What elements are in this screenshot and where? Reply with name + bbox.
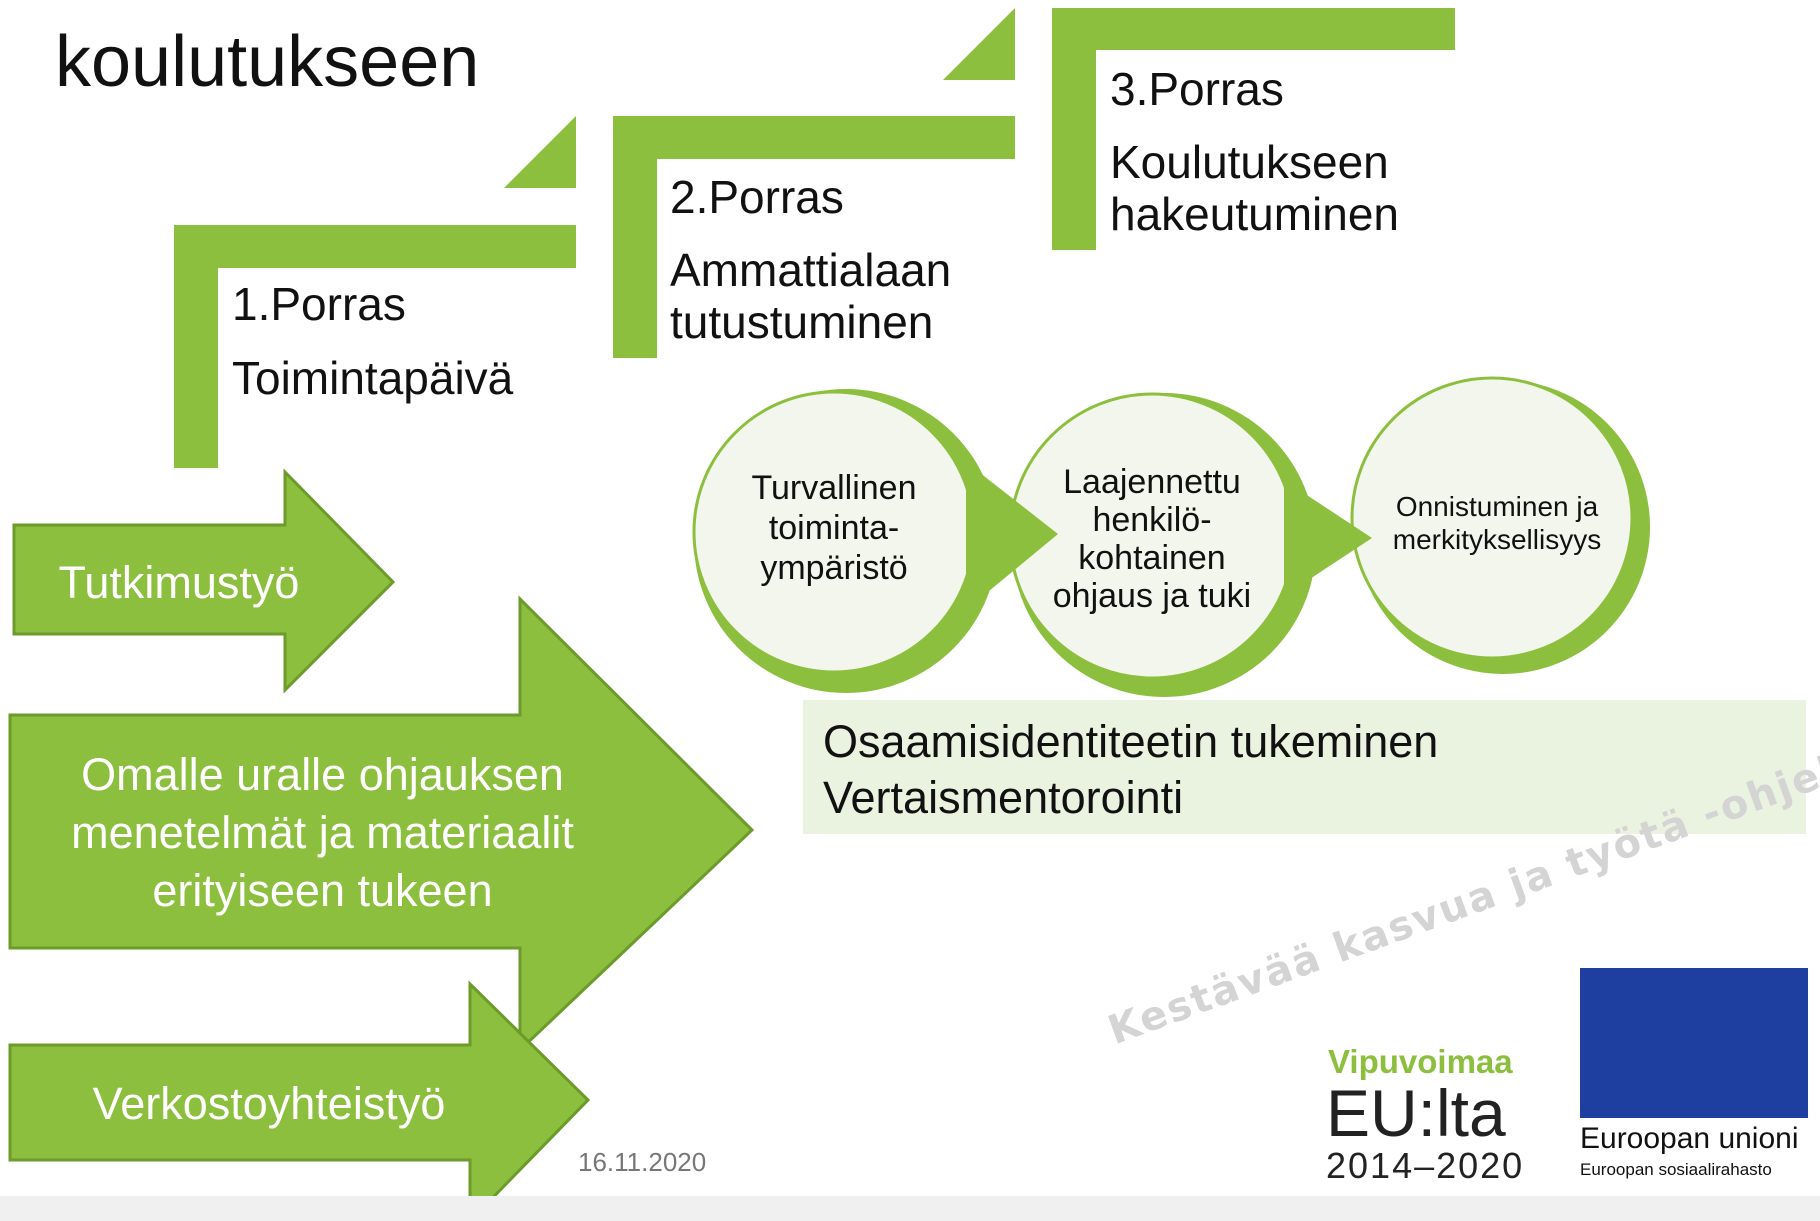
circle-1-label: Turvallinen toiminta- ympäristö (714, 468, 954, 588)
footer-band (0, 1196, 1820, 1221)
slide-date: 16.11.2020 (578, 1147, 707, 1177)
arrow-network-label: Verkostoyhteistyö (14, 1075, 524, 1133)
step-3-label-line2: hakeutuminen (1110, 188, 1399, 240)
step-2-label-line1: Ammattialaan (670, 244, 952, 296)
eu-name: Euroopan unioni (1580, 1122, 1799, 1155)
arrow-research-line: Tutkimustyö (58, 557, 300, 608)
step-1-triangle (504, 116, 576, 188)
arrow-methods (8, 595, 755, 1054)
circle-2-label: Laajennettu henkilö- kohtainen ohjaus ja… (1032, 463, 1272, 615)
step-3-label-line1: Koulutukseen (1110, 136, 1389, 188)
circle-2-line4: ohjaus ja tuki (1052, 577, 1252, 616)
eu-flag-icon (1580, 968, 1808, 1118)
arrow-network-line: Verkostoyhteistyö (92, 1078, 446, 1129)
arrow-methods-label: Omalle uralle ohjauksen menetelmät ja ma… (20, 746, 625, 920)
circle-2 (1008, 392, 1372, 697)
circle-2-line1: Laajennettu (1063, 463, 1241, 501)
step-2-bracket (613, 116, 1015, 358)
arrow-research (12, 468, 396, 694)
step-1-bracket (174, 225, 576, 468)
circle-3-label: Onnistuminen ja merkityksellisyys (1362, 490, 1632, 556)
arrow-methods-line3: erityiseen tukeen (152, 865, 493, 916)
circle-2-line3: kohtainen (1078, 539, 1226, 578)
support-line-2: Vertaismentorointi (823, 772, 1184, 823)
circle-3-line1: Onnistuminen ja (1395, 491, 1599, 522)
step-1-label: Toimintapäivä (232, 352, 514, 404)
arrow-research-label: Tutkimustyö (14, 554, 344, 612)
circle-3 (1350, 376, 1650, 674)
circle-1-line1: Turvallinen (751, 469, 917, 507)
step-2-triangle (943, 8, 1015, 80)
circle-1-line3: ympäristö (760, 549, 908, 588)
step-2-number: 2.Porras (670, 171, 844, 223)
circle-1-line2: toiminta- (768, 509, 900, 548)
vipuvoimaa-main: EU:lta (1326, 1076, 1506, 1150)
arrow-network (8, 980, 591, 1221)
page-title: koulutukseen (55, 22, 480, 102)
circle-2-pointer (1284, 480, 1372, 596)
step-3-number: 3.Porras (1110, 63, 1284, 115)
support-box: Osaamisidentiteetin tukeminen Vertaismen… (803, 700, 1806, 834)
step-3-bracket (1052, 8, 1455, 250)
vipuvoimaa-years: 2014–2020 (1326, 1145, 1525, 1186)
vipuvoimaa-heading: Vipuvoimaa (1328, 1043, 1513, 1080)
circle-3-line2: merkityksellisyys (1392, 524, 1602, 556)
circle-1 (692, 389, 1058, 693)
circle-2-line2: henkilö- (1092, 501, 1212, 540)
circle-1-pointer (966, 462, 1058, 610)
step-1-number: 1.Porras (232, 278, 406, 330)
support-line-1: Osaamisidentiteetin tukeminen (823, 716, 1439, 767)
step-2-label-line2: tutustuminen (670, 296, 934, 348)
arrow-methods-line1: Omalle uralle ohjauksen (81, 749, 564, 800)
arrow-methods-line2: menetelmät ja materiaalit (71, 807, 574, 858)
eu-fund: Euroopan sosiaalirahasto (1580, 1160, 1772, 1179)
